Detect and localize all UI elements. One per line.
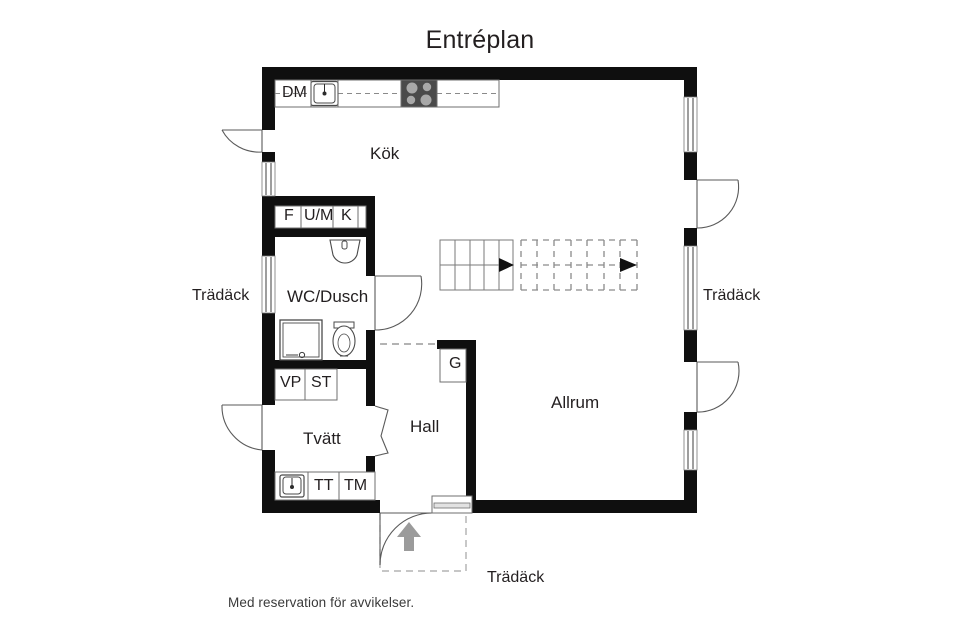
toilet-icon [332,321,356,357]
cabinet-row-vpst [274,368,338,401]
kitchen-counter-separators [310,80,438,107]
door-right-lower [696,361,740,413]
washbasin-icon [329,239,361,264]
room-label-allrum: Allrum [551,393,600,412]
door-right-upper [696,179,740,229]
closet-g [439,348,467,383]
page-title: Entréplan [425,26,535,54]
door-tvatt-exterior [221,404,263,451]
appliance-label-st: ST [311,374,332,391]
appliance-label-g: G [449,355,462,372]
appliance-label-vp: VP [280,374,302,391]
appliance-label-tt: TT [314,477,334,494]
appliance-label-um: U/M [304,207,334,224]
appliance-label-k: K [341,207,352,224]
entrance-door-panel [431,495,473,514]
door-entrance [379,512,433,566]
door-tvatt-hall-folding [374,405,389,457]
right-wall-windows [683,96,698,471]
room-label-kok: Kök [370,144,400,163]
left-wall-windows [261,161,276,314]
entrance-direction-arrow [397,522,421,551]
exterior-label-tradack-right: Trädäck [703,287,761,304]
room-label-hall: Hall [410,417,440,436]
disclaimer-text: Med reservation för avvikelser. [228,595,415,610]
exterior-walls [262,67,697,513]
appliance-label-tm: TM [344,477,368,494]
laundry-sink-icon [279,474,305,498]
cabinet-row-fumk [274,205,367,229]
exterior-label-tradack-bottom: Trädäck [487,569,545,586]
appliance-label-dm: DM [282,84,307,101]
entrance-porch-outline [379,513,467,572]
kitchen-counter [274,79,500,108]
shower-icon [279,319,323,361]
stove-icon [401,80,437,107]
room-label-tvatt: Tvätt [303,429,341,448]
kitchen-sink-icon [310,80,339,107]
room-label-wc-dusch: WC/Dusch [287,287,369,306]
exterior-label-tradack-left: Trädäck [192,287,250,304]
door-kitchen-exterior [221,129,263,153]
appliance-label-f: F [284,207,294,224]
door-wc-dusch [374,275,423,331]
stairs [439,239,638,291]
